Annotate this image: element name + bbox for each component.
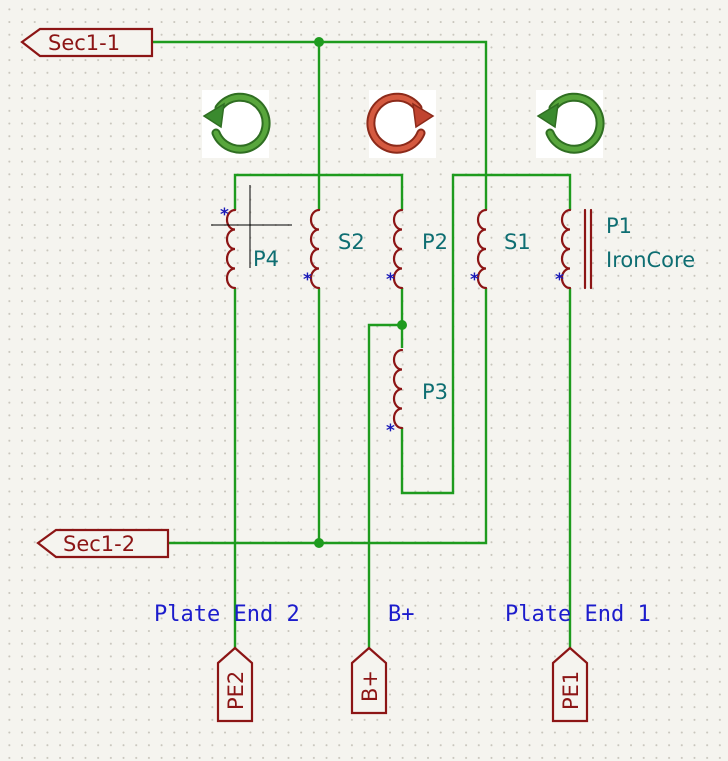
wire-b-plus [367,323,402,648]
inductor-p1[interactable]: * P1 IronCore [555,208,695,290]
wire-s1-bottom [168,288,488,545]
value-p1: IronCore [606,248,695,272]
global-label-sec1-1-text: Sec1-1 [48,31,120,55]
inductor-p2[interactable]: * P2 [386,208,448,290]
polarity-mark-p3: * [386,421,395,441]
inductor-s1[interactable]: * S1 [470,208,531,290]
hier-label-pe2[interactable]: PE2 [216,646,254,723]
hier-label-pe2-text: PE2 [224,671,248,710]
inductor-p3[interactable]: * P3 [386,348,448,441]
note-b-plus: B+ [388,602,415,627]
inductor-p4[interactable]: * P4 [211,185,292,290]
global-label-sec1-2[interactable]: Sec1-2 [36,528,170,559]
ref-p3: P3 [422,380,448,404]
junction-sec1-2 [314,538,324,548]
rotation-cw-icon-center [366,90,436,158]
note-plate-end-1: Plate End 1 [505,602,651,627]
rotation-ccw-icon-left [202,90,271,158]
wires [152,40,572,648]
rotation-ccw-icon-right [536,90,605,158]
polarity-mark-s2: * [303,270,312,290]
junction-sec1-1 [314,37,324,47]
wire-top-bus-p4-p2 [233,173,404,210]
hier-label-b-plus-text: B+ [358,670,382,702]
ref-p4: P4 [253,247,279,271]
polarity-mark-p1: * [555,270,564,290]
hier-label-b-plus[interactable]: B+ [350,646,388,715]
ref-p2: P2 [422,230,448,254]
ref-s2: S2 [338,230,365,254]
ref-s1: S1 [504,230,531,254]
hier-label-pe1-text: PE1 [559,671,583,710]
ref-p1: P1 [606,214,632,238]
global-label-sec1-2-text: Sec1-2 [63,532,135,556]
junction-b-plus [397,320,407,330]
note-plate-end-2: Plate End 2 [154,602,300,627]
hier-label-pe1[interactable]: PE1 [551,646,589,723]
wire-p1-loop [400,173,572,495]
inductor-s2[interactable]: * S2 [303,208,365,290]
polarity-mark-p2: * [386,270,395,290]
polarity-mark-p4: * [220,205,229,225]
polarity-mark-s1: * [470,270,479,290]
wire-sec1-1-bus [152,40,488,210]
global-label-sec1-1[interactable]: Sec1-1 [20,27,154,58]
